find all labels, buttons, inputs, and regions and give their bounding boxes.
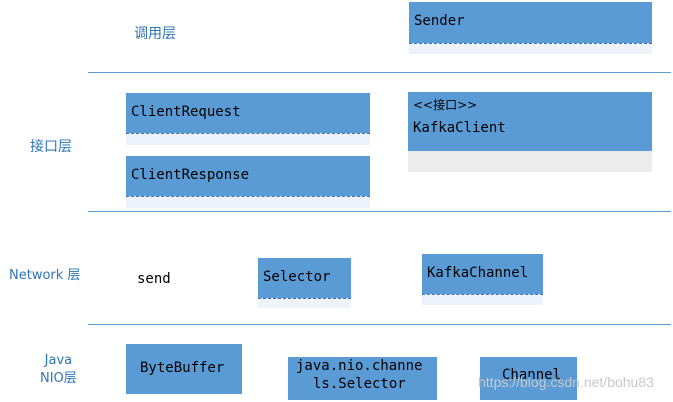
- separator-call-interface: [88, 72, 671, 73]
- watermark-text: https://blog.csdn.net/bohu83: [478, 374, 654, 390]
- channel-label: Channel: [502, 367, 562, 383]
- nio-selector-label-line1: java.nio.channe: [296, 358, 423, 374]
- separator-interface-network: [88, 211, 671, 212]
- nio-selector-box: java.nio.channe ls.Selector: [288, 357, 437, 400]
- layer-label-java-nio: Java NIO层: [40, 352, 77, 388]
- kafka-client-label: KafkaClient: [413, 120, 506, 136]
- nio-selector-label: java.nio.channe ls.Selector: [296, 357, 422, 393]
- selector-label: Selector: [263, 269, 331, 285]
- channel-box: Channel: [480, 357, 577, 400]
- kafka-channel-box: KafkaChannel: [422, 254, 543, 305]
- layer-label-network: Network 层: [9, 268, 81, 283]
- kafka-client-box: <<接口>> KafkaClient: [408, 92, 652, 172]
- nio-selector-label-line2: ls.Selector: [313, 376, 406, 392]
- layer-label-interface: 接口层: [30, 139, 72, 155]
- layer-label-call: 调用层: [134, 26, 176, 42]
- layer-label-java-nio-line2: NIO层: [40, 371, 77, 386]
- client-response-box: ClientResponse: [126, 156, 370, 208]
- layer-label-java-nio-line1: Java: [44, 353, 73, 368]
- sender-box: Sender: [409, 2, 652, 54]
- byte-buffer-box: ByteBuffer: [126, 344, 242, 394]
- kafka-channel-label: KafkaChannel: [427, 265, 529, 281]
- selector-box: Selector: [258, 258, 351, 308]
- kafka-client-stereotype: <<接口>>: [413, 98, 478, 112]
- client-request-box: ClientRequest: [126, 93, 370, 145]
- separator-network-nio: [88, 324, 671, 325]
- send-label: send: [137, 271, 171, 287]
- client-response-label: ClientResponse: [131, 167, 250, 183]
- sender-label: Sender: [414, 13, 465, 29]
- byte-buffer-label: ByteBuffer: [140, 360, 225, 376]
- client-request-label: ClientRequest: [131, 104, 241, 120]
